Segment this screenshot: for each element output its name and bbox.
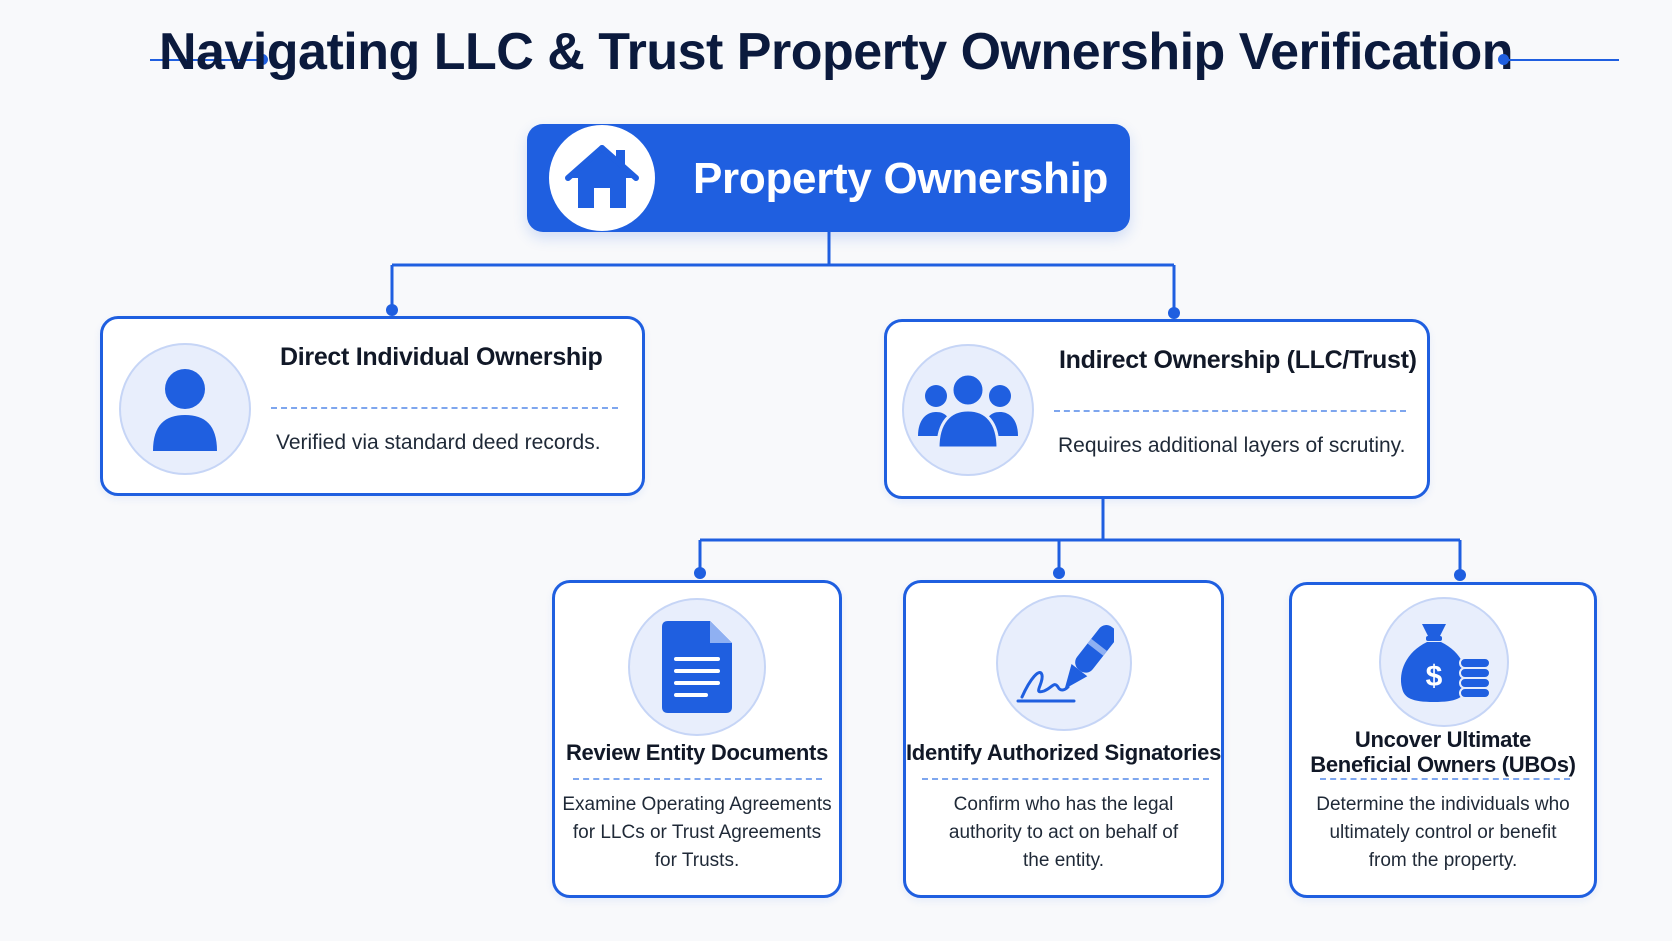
step-title: Uncover Ultimate Beneficial Owners (UBOs… (1292, 727, 1594, 777)
step-title: Review Entity Documents (555, 740, 839, 765)
document-icon (662, 621, 732, 713)
divider (1054, 410, 1406, 412)
group-icon (918, 372, 1018, 448)
title-left-line (150, 59, 262, 61)
person-icon-circle (119, 343, 251, 475)
direct-ownership-description: Verified via standard deed records. (276, 431, 601, 454)
connector-dot (694, 567, 706, 579)
card-indirect-ownership: Indirect Ownership (LLC/Trust) Requires … (884, 319, 1430, 499)
step-description-line: the entity. (1023, 850, 1104, 871)
step-title-line: Beneficial Owners (UBOs) (1310, 752, 1576, 777)
card-review-entity-documents: Review Entity Documents Examine Operatin… (552, 580, 842, 898)
pen-signature-icon (1016, 625, 1114, 703)
step-title: Identify Authorized Signatories (906, 740, 1221, 765)
connector-dot (1454, 569, 1466, 581)
house-icon (549, 125, 655, 231)
step-description-line: Examine Operating Agreements (562, 794, 832, 815)
step-description: Examine Operating Agreements for LLCs or… (555, 791, 839, 875)
step-description-line: for Trusts. (654, 850, 740, 871)
title-right-line (1507, 59, 1619, 61)
step-title-line: Uncover Ultimate (1354, 727, 1532, 752)
page-title: Navigating LLC & Trust Property Ownershi… (158, 23, 1514, 81)
card-identify-signatories: Identify Authorized Signatories Confirm … (903, 580, 1224, 898)
step-description-line: ultimately control or benefit (1329, 822, 1557, 843)
step-title-line: Review Entity Documents (565, 740, 829, 765)
indirect-ownership-title: Indirect Ownership (LLC/Trust) (1059, 346, 1417, 374)
divider (573, 778, 822, 780)
connector-dot (386, 304, 398, 316)
step-description-line: from the property. (1368, 850, 1518, 871)
group-icon-circle (902, 344, 1034, 476)
root-node-property-ownership: Property Ownership (527, 124, 1130, 232)
document-icon-circle (628, 598, 766, 736)
step-description: Confirm who has the legal authority to a… (906, 791, 1221, 875)
svg-text:$: $ (1426, 660, 1443, 693)
step-title-line: Identify Authorized Signatories (906, 740, 1222, 765)
title-right-dot (1498, 54, 1509, 65)
step-description-line: for LLCs or Trust Agreements (572, 822, 822, 843)
connector-dot (1053, 567, 1065, 579)
step-description: Determine the individuals who ultimately… (1292, 791, 1594, 875)
card-uncover-ubos: $ Uncover Ultimate Beneficial Owners (UB… (1289, 582, 1597, 898)
indirect-ownership-description: Requires additional layers of scrutiny. (1058, 434, 1406, 457)
connector-dot (1168, 307, 1180, 319)
divider (271, 407, 618, 409)
title-left-dot (257, 54, 268, 65)
money-bag-icon-circle: $ (1379, 597, 1509, 727)
divider (1320, 778, 1570, 780)
money-bag-icon: $ (1401, 624, 1491, 702)
step-description-line: Confirm who has the legal (953, 794, 1174, 815)
step-description-line: authority to act on behalf of (948, 822, 1179, 843)
root-node-label: Property Ownership (693, 154, 1109, 203)
person-icon (153, 369, 217, 451)
direct-ownership-title: Direct Individual Ownership (280, 343, 603, 371)
card-direct-ownership: Direct Individual Ownership Verified via… (100, 316, 645, 496)
divider (922, 778, 1209, 780)
pen-signature-icon-circle (996, 595, 1132, 731)
step-description-line: Determine the individuals who (1316, 794, 1570, 815)
